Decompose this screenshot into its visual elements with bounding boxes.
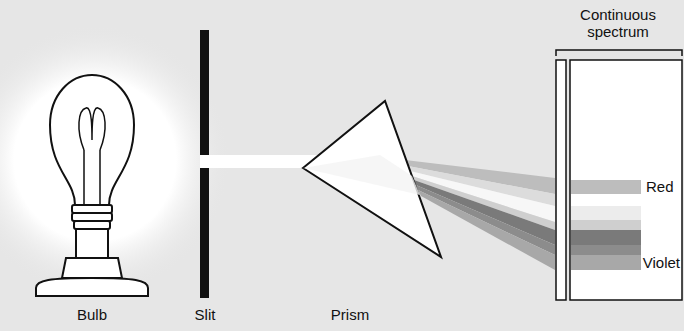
prism xyxy=(303,101,441,257)
spectrum-bands xyxy=(571,180,641,270)
prism-light xyxy=(303,155,420,195)
light-bulb xyxy=(36,75,148,296)
part-label: Bulb xyxy=(77,306,107,323)
slit-barrier xyxy=(200,168,209,298)
slit-barrier xyxy=(200,30,209,155)
color-label: Violet xyxy=(643,254,680,271)
color-label: Red xyxy=(646,178,674,195)
bulb-glow xyxy=(0,25,230,295)
part-label: Prism xyxy=(331,306,369,323)
screen-plate xyxy=(556,60,566,300)
screen-title: Continuous spectrum xyxy=(563,6,673,41)
screen-bracket xyxy=(556,50,682,56)
spectrum-screen xyxy=(570,60,682,300)
dispersed-rays xyxy=(405,160,555,270)
part-label: Slit xyxy=(195,306,216,323)
